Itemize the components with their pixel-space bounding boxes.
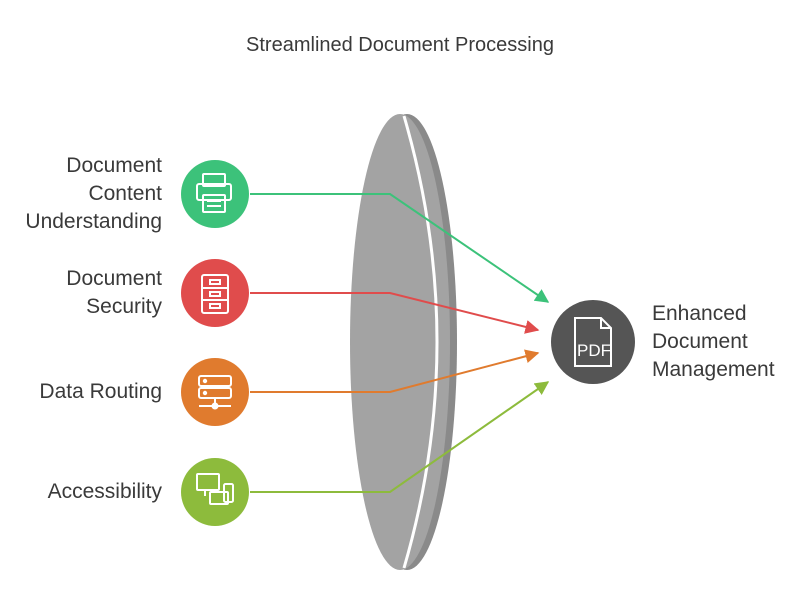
devices-icon [196, 473, 234, 505]
lens [350, 114, 457, 570]
node-content-understanding [181, 160, 249, 228]
pdf-document-icon [574, 317, 612, 367]
node-accessibility [181, 458, 249, 526]
connector-data-routing [250, 349, 540, 393]
node-output: PDF [551, 300, 635, 384]
connector-security [250, 292, 540, 334]
label-security: Document Security [66, 267, 162, 318]
label-data-routing: Data Routing [39, 380, 162, 403]
diagram-title: Streamlined Document Processing [246, 34, 554, 56]
node-security [181, 259, 249, 327]
label-content-understanding: Document Content Understanding [25, 154, 162, 233]
connector-content-understanding [250, 193, 550, 303]
label-accessibility: Accessibility [47, 480, 162, 503]
server-network-icon [198, 375, 232, 410]
printer-icon [196, 173, 232, 213]
file-cabinet-icon [201, 274, 229, 314]
connectors [250, 193, 550, 493]
connector-accessibility [250, 381, 550, 493]
pdf-icon-text: PDF [577, 341, 611, 360]
node-data-routing [181, 358, 249, 426]
label-output: Enhanced Document Management [652, 302, 775, 381]
